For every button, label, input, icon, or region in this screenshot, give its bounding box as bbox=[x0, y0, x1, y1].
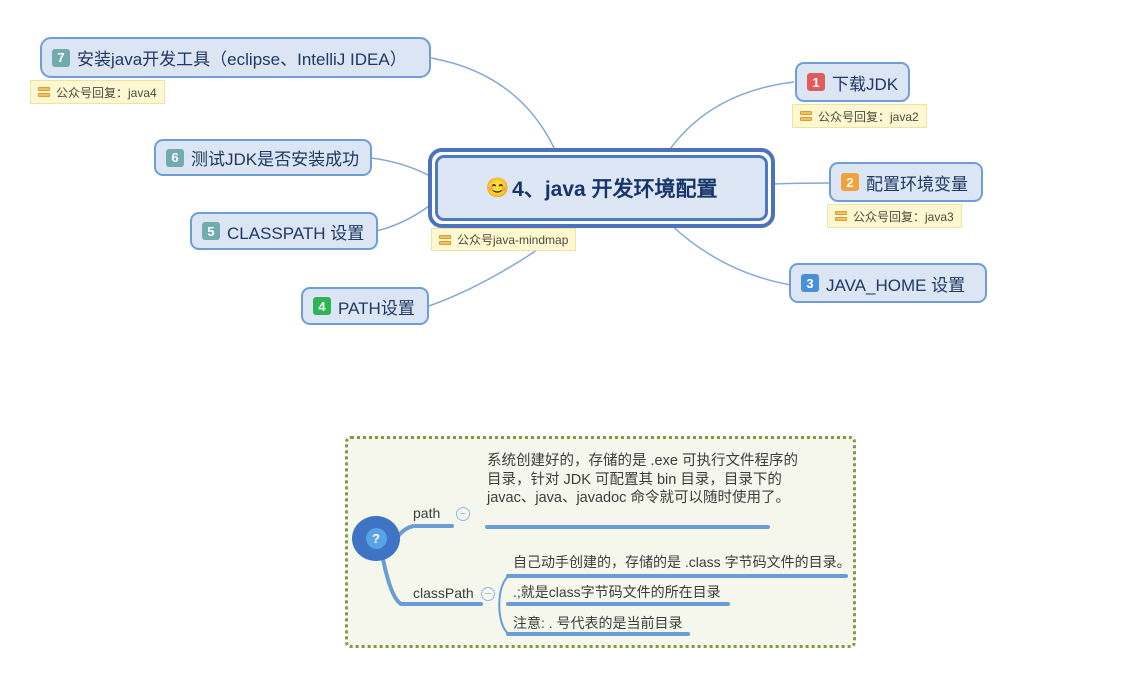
node-env-vars[interactable]: 2 配置环境变量 bbox=[829, 162, 983, 202]
badge-1: 1 bbox=[807, 73, 825, 91]
node-java-home[interactable]: 3 JAVA_HOME 设置 bbox=[789, 263, 987, 303]
badge-7: 7 bbox=[52, 48, 70, 67]
note-java3[interactable]: 公众号回复：java3 bbox=[827, 204, 962, 228]
note-text: 公众号java-mindmap bbox=[457, 233, 569, 247]
node-label: CLASSPATH 设置 bbox=[227, 223, 365, 243]
note-text: 公众号回复：java4 bbox=[56, 85, 157, 100]
badge-3: 3 bbox=[801, 274, 819, 292]
node-label: PATH设置 bbox=[338, 298, 415, 318]
classpath-item[interactable]: 注意: . 号代表的是当前目录 bbox=[513, 615, 683, 631]
note-lines-icon bbox=[835, 210, 847, 222]
smiley-emoji-icon: 😊 bbox=[485, 178, 510, 199]
note-lines-icon bbox=[800, 110, 812, 122]
node-label: JAVA_HOME 设置 bbox=[826, 275, 966, 295]
central-label: 4、java 开发环境配置 bbox=[512, 178, 718, 201]
path-branch-label[interactable]: path bbox=[413, 505, 441, 521]
node-label: 配置环境变量 bbox=[866, 174, 968, 194]
badge-5: 5 bbox=[202, 222, 220, 240]
node-install-ide[interactable]: 7 安装java开发工具（eclipse、IntelliJ IDEA） bbox=[40, 37, 431, 78]
note-text: 公众号回复：java2 bbox=[818, 109, 919, 124]
node-label: 测试JDK是否安装成功 bbox=[191, 150, 360, 169]
central-node[interactable]: 😊 4、java 开发环境配置 bbox=[428, 148, 775, 228]
collapse-minus-icon[interactable]: − bbox=[456, 507, 470, 521]
classpath-branch-label[interactable]: classPath bbox=[413, 585, 474, 601]
node-download-jdk[interactable]: 1 下载JDK bbox=[795, 62, 910, 102]
question-mark-icon: ? bbox=[365, 528, 387, 549]
badge-2: 2 bbox=[841, 173, 859, 191]
note-java4[interactable]: 公众号回复：java4 bbox=[30, 80, 165, 104]
path-description-text[interactable]: 系统创建好的，存储的是 .exe 可执行文件程序的目录，针对 JDK 可配置其 … bbox=[487, 453, 798, 506]
note-text: 公众号回复：java3 bbox=[853, 209, 954, 224]
node-test-jdk[interactable]: 6 测试JDK是否安装成功 bbox=[154, 139, 372, 176]
badge-4: 4 bbox=[313, 297, 331, 315]
question-root-node[interactable]: ? bbox=[352, 516, 400, 561]
note-lines-icon bbox=[439, 234, 451, 246]
classpath-item[interactable]: .;就是class字节码文件的所在目录 bbox=[513, 584, 721, 600]
node-classpath-setting[interactable]: 5 CLASSPATH 设置 bbox=[190, 212, 378, 250]
detail-box bbox=[345, 436, 856, 648]
node-path-setting[interactable]: 4 PATH设置 bbox=[301, 287, 429, 325]
node-label: 安装java开发工具（eclipse、IntelliJ IDEA） bbox=[77, 50, 407, 69]
classpath-item[interactable]: 自己动手创建的，存储的是 .class 字节码文件的目录。 bbox=[513, 554, 851, 570]
note-central[interactable]: 公众号java-mindmap bbox=[431, 228, 577, 251]
note-lines-icon bbox=[38, 86, 50, 98]
note-java2[interactable]: 公众号回复：java2 bbox=[792, 104, 927, 128]
collapse-minus-icon[interactable]: − bbox=[481, 587, 495, 601]
badge-6: 6 bbox=[166, 148, 184, 167]
node-label: 下载JDK bbox=[832, 74, 899, 94]
